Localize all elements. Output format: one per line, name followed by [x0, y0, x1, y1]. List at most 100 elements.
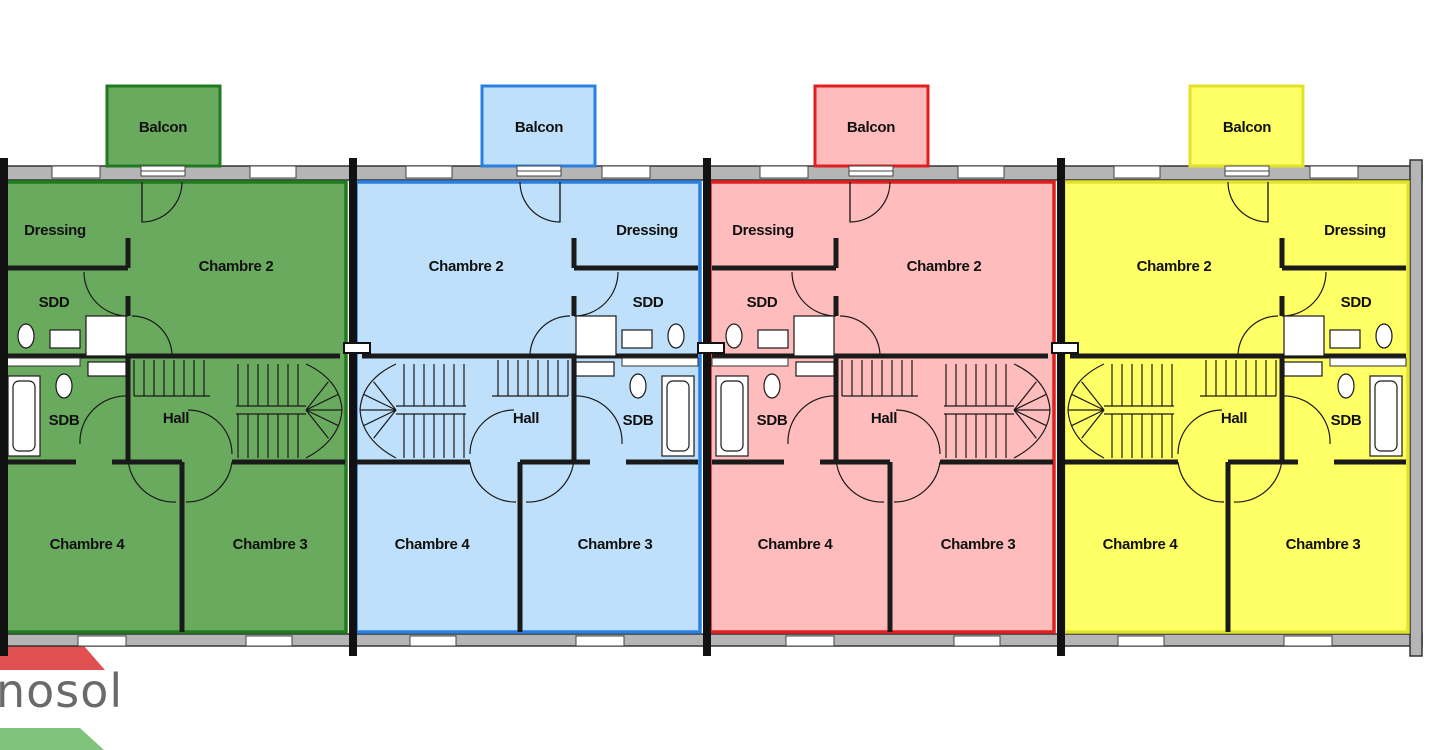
- stair-winder-tread: [1013, 409, 1037, 439]
- label-chambre-3: Chambre 4: [1103, 536, 1179, 553]
- door-swing: [1177, 409, 1223, 455]
- toilet: [55, 373, 73, 399]
- label-sdd: SDD: [747, 294, 778, 311]
- label-hall: Hall: [513, 410, 539, 427]
- unit-body: [1062, 180, 1410, 634]
- window: [785, 635, 835, 647]
- window: [1309, 165, 1359, 179]
- door-swing: [141, 181, 183, 223]
- shower: [793, 315, 835, 357]
- shower: [85, 315, 127, 357]
- party-wall: [0, 158, 8, 656]
- door-swing: [1237, 315, 1279, 357]
- door-swing: [835, 457, 885, 503]
- stair-winder-tread: [1013, 381, 1037, 411]
- bathtub-inner: [666, 380, 690, 452]
- label-dressing: Dressing: [732, 222, 794, 239]
- sink: [49, 329, 81, 349]
- door-swing: [79, 395, 129, 445]
- label-sdd: SDD: [39, 294, 70, 311]
- sink: [757, 329, 789, 349]
- window: [51, 165, 101, 179]
- label-chambre-3: Chambre 3: [941, 536, 1016, 553]
- logo-text: nosol: [0, 664, 124, 718]
- window: [953, 635, 1001, 647]
- label-balcon: Balcon: [847, 119, 895, 136]
- label-chambre-2: Chambre 2: [199, 258, 274, 275]
- door-swing: [839, 315, 881, 357]
- unit-body: [0, 180, 348, 634]
- window: [1113, 165, 1161, 179]
- toilet: [725, 323, 743, 349]
- sink: [621, 329, 653, 349]
- label-sdb: SDB: [757, 412, 788, 429]
- wall-opening: [621, 357, 699, 367]
- label-chambre-2: Chambre 2: [1137, 258, 1212, 275]
- vanity: [1283, 361, 1323, 377]
- wall-connector: [697, 342, 725, 354]
- toilet: [1375, 323, 1393, 349]
- door-swing: [469, 461, 517, 503]
- label-sdb: SDB: [49, 412, 80, 429]
- balcony: [813, 84, 930, 168]
- east-wall: [1409, 159, 1423, 657]
- stair-winder-tread: [363, 409, 397, 427]
- stair-winder-tread: [1013, 393, 1047, 411]
- window: [249, 165, 297, 179]
- vanity: [87, 361, 127, 377]
- door-swing: [895, 409, 941, 455]
- stair-winder-tread: [363, 393, 397, 411]
- window: [601, 165, 651, 179]
- stair-winder-tread: [305, 381, 329, 411]
- label-hall: Hall: [163, 410, 189, 427]
- door-swing: [1177, 461, 1225, 503]
- party-wall: [703, 158, 711, 656]
- label-chambre-2: Chambre 2: [429, 258, 504, 275]
- party-wall: [1057, 158, 1065, 656]
- shower: [1283, 315, 1325, 357]
- label-balcon: Balcon: [515, 119, 563, 136]
- stair-winder-tread: [373, 409, 397, 439]
- label-chambre-3: Chambre 3: [233, 536, 308, 553]
- label-chambre-4: Chambre 3: [1286, 536, 1361, 553]
- door-swing: [849, 181, 891, 223]
- bathtub-inner: [1374, 380, 1398, 452]
- stair-winder-tread: [1081, 409, 1105, 439]
- window: [1283, 635, 1333, 647]
- stair-winder-tread: [305, 409, 329, 439]
- party-wall: [349, 158, 357, 656]
- stair-winder-tread: [373, 381, 397, 411]
- stair-winder-tread: [1071, 409, 1105, 427]
- label-dressing: Dressing: [1324, 222, 1386, 239]
- label-chambre-4: Chambre 4: [50, 536, 126, 553]
- window: [245, 635, 293, 647]
- label-sdd: SDD: [633, 294, 664, 311]
- toilet: [1337, 373, 1355, 399]
- window: [575, 635, 625, 647]
- stair-winder-tread: [1071, 393, 1105, 411]
- door-swing: [187, 409, 233, 455]
- label-dressing: Dressing: [24, 222, 86, 239]
- wall-opening: [3, 357, 81, 367]
- label-dressing: Dressing: [616, 222, 678, 239]
- stair-winder-tread: [305, 393, 339, 411]
- window: [409, 635, 457, 647]
- door-swing: [573, 395, 623, 445]
- balcony: [1188, 84, 1305, 168]
- wall-connector: [343, 342, 371, 354]
- label-chambre-3: Chambre 4: [395, 536, 471, 553]
- door-swing: [519, 181, 561, 223]
- window: [1117, 635, 1165, 647]
- shower: [575, 315, 617, 357]
- label-chambre-4: Chambre 3: [578, 536, 653, 553]
- door-swing: [1281, 271, 1327, 317]
- label-hall: Hall: [1221, 410, 1247, 427]
- toilet: [763, 373, 781, 399]
- door-swing: [529, 315, 571, 357]
- stair-winder-tread: [305, 409, 339, 427]
- door-swing: [787, 395, 837, 445]
